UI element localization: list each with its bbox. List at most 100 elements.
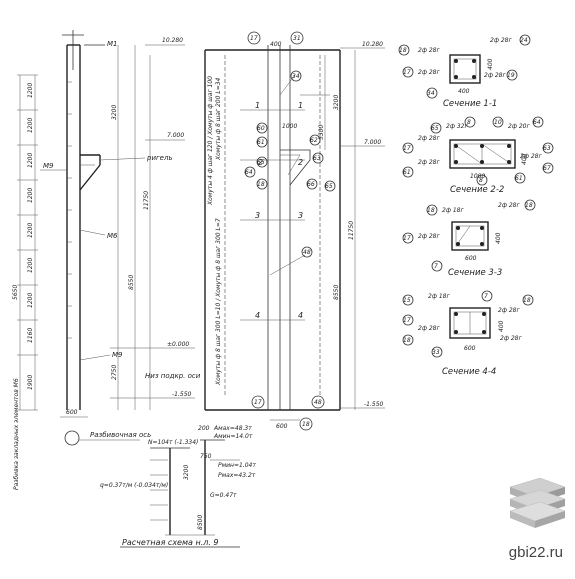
- s2-m-61: 61: [403, 169, 411, 176]
- s4-title: Сечение 4-4: [442, 367, 496, 377]
- sec-mark-1a: 1: [255, 101, 260, 110]
- s1-m-17: 17: [403, 69, 411, 76]
- dim-left-2: 1200: [27, 153, 34, 168]
- calc-dim-8500: 8500: [197, 515, 204, 530]
- axis-bubble: [64, 430, 80, 446]
- dim-left-6: 1200: [27, 293, 34, 308]
- marker-48-mid: [301, 246, 313, 258]
- s2-m-8: 8: [467, 119, 471, 126]
- section-2-2: 17 61 65 8 10 64 63 8 61 67 2ф 28г 2ф 32…: [402, 116, 554, 195]
- marker-48-mid-text: 48: [303, 249, 311, 256]
- sec-mark-2b: 2: [298, 158, 303, 167]
- s2-m-10: 10: [494, 119, 502, 126]
- s4-dim-h: 400: [498, 320, 505, 332]
- label-niz-axis: Низ подкр. оси: [145, 372, 201, 380]
- m-18: 18: [257, 181, 265, 188]
- marker-31-top-text: 31: [293, 35, 301, 42]
- s2-rebar-3: 2ф 28г: [520, 153, 542, 160]
- label-m9: M9: [43, 162, 54, 170]
- s1-m-24: 24: [520, 37, 528, 44]
- label-axis: Разбивочная ось: [90, 431, 151, 439]
- dim-left-5: 1200: [27, 258, 34, 273]
- dim-left-1: 1200: [27, 118, 34, 133]
- s2-rebar-0: 2ф 28г: [418, 135, 440, 142]
- s2-dim-w: 1000: [470, 173, 485, 180]
- calc-scheme: N=104т (-1.334) Aмах=48.3т Aмин=14.0т 20…: [100, 425, 256, 548]
- dim-2750: 2750: [111, 365, 118, 380]
- calc-n-top: N=104т (-1.334): [148, 439, 198, 446]
- calc-amax: Aмах=48.3т: [213, 425, 252, 432]
- m-61: 61: [257, 139, 265, 146]
- calc-amin: Aмин=14.0т: [213, 433, 253, 440]
- stirrup-note-top: Хомуты ф 8 шаг 200 L=34: [215, 77, 222, 161]
- dim-600-mid: 600: [276, 423, 288, 430]
- s2-rebar-4: 2ф 28г: [418, 159, 440, 166]
- marker-48-bot: 48: [314, 399, 322, 406]
- label-rigel: ригель: [146, 154, 173, 162]
- calc-dim-3200: 3200: [183, 465, 190, 480]
- elev-zero-left: ±0.000: [167, 341, 189, 348]
- s1-rebar-3: 2ф 28г: [484, 72, 506, 79]
- s2-rebar-2: 2ф 20г: [508, 123, 530, 130]
- dim-left-0: 1200: [27, 83, 34, 98]
- m-65: 65: [257, 159, 265, 166]
- label-m1: M1: [107, 40, 118, 48]
- misc-note: Хомуты 4 ф шаг 120 / Хомуты ф шаг 100: [207, 76, 214, 206]
- dim-1000-mid: 1000: [282, 123, 297, 130]
- marker-18-bot: 18: [302, 421, 310, 428]
- m-66: 66: [307, 181, 315, 188]
- dim-left-7: 1160: [27, 328, 34, 343]
- marker-17-top-text: 17: [250, 35, 258, 42]
- s2-rebar-1: 2ф 32г: [446, 123, 468, 130]
- s4-rebar-1: 2ф 28г: [418, 325, 440, 332]
- elev-7000-left: 7.000: [167, 132, 184, 139]
- left-elevation-view: M1 M6 M9 М9 ригель: [12, 30, 201, 490]
- s3-rebar-1: 2ф 28г: [418, 233, 440, 240]
- s4-m-7: 7: [484, 293, 488, 300]
- s4-rebar-3: 2ф 28г: [500, 335, 522, 342]
- s1-m-18: 18: [399, 47, 407, 54]
- s1-m-19: 19: [507, 72, 515, 79]
- dim-11750-mid: 11750: [348, 221, 355, 240]
- sec-mark-2a: 2: [258, 158, 263, 167]
- s3-m-17: 17: [403, 235, 411, 242]
- label-razb-vert: Разбивка закладных элементов М6: [13, 378, 20, 490]
- marker-17-bot: 17: [254, 399, 262, 406]
- s4-rebar-2: 2ф 28г: [498, 307, 520, 314]
- s2-m-17: 17: [403, 145, 411, 152]
- s4-m-33: 33: [432, 349, 440, 356]
- s1-m-34: 34: [427, 90, 435, 97]
- m-65b: 65: [325, 183, 333, 190]
- sec-mark-1b: 1: [298, 101, 303, 110]
- dim-600-left: 600: [66, 409, 78, 416]
- dim-11750-left: 11750: [143, 191, 150, 210]
- elev-top-mid: 10.280: [362, 41, 383, 48]
- dim-left-8: 1900: [27, 375, 34, 390]
- elev-bottom-mid: -1.550: [364, 401, 384, 408]
- s2-dim-h: 400: [521, 153, 528, 165]
- s4-m-18: 18: [403, 337, 411, 344]
- label-m6: M6: [107, 232, 118, 240]
- label-m9b: М9: [112, 351, 123, 359]
- calc-pmin: Pмин=1.04т: [218, 462, 256, 469]
- marker-34-text: 34: [292, 73, 300, 80]
- sec-mark-3a: 3: [255, 211, 260, 220]
- calc-g: G=0.47т: [210, 492, 237, 499]
- s1-rebar-1: 2ф 28г: [418, 69, 440, 76]
- m-64: 64: [245, 169, 253, 176]
- s2-m-67: 67: [543, 165, 551, 172]
- section-4-4: 15 17 18 7 18 33 2ф 18г 2ф 28г 2ф 28г 2ф…: [402, 290, 534, 377]
- dim-3200-left: 3200: [111, 105, 118, 120]
- elev-top-left: 10.280: [162, 37, 183, 44]
- calc-dim-750: 750: [200, 453, 212, 460]
- dim-5300-mid: 5300: [318, 125, 325, 140]
- dim-big-left: 5650: [12, 285, 19, 300]
- s3-rebar-0: 2ф 18г: [442, 207, 464, 214]
- calc-title: Расчетная схема н.л. 9: [122, 538, 219, 547]
- dim-8550-left: 8550: [128, 275, 135, 290]
- dim-left-4: 1200: [27, 223, 34, 238]
- m-60: 60: [257, 125, 265, 132]
- m-62: 62: [310, 137, 318, 144]
